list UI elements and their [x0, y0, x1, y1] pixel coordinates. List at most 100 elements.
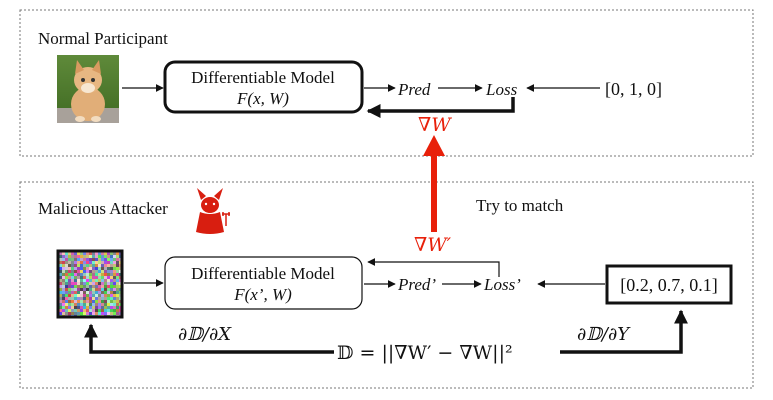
noise-pixel	[71, 258, 74, 261]
noise-pixel	[83, 303, 86, 306]
noise-pixel	[86, 294, 89, 297]
noise-pixel	[74, 273, 77, 276]
noise-pixel	[80, 279, 83, 282]
noise-pixel	[110, 309, 113, 312]
noise-pixel	[92, 261, 95, 264]
noise-pixel	[62, 294, 65, 297]
noise-pixel	[89, 261, 92, 264]
noise-pixel	[71, 273, 74, 276]
noise-pixel	[89, 294, 92, 297]
noise-pixel	[104, 255, 107, 258]
noise-pixel	[83, 252, 86, 255]
malicious-attacker-title: Malicious Attacker	[38, 199, 168, 218]
noise-pixel	[71, 303, 74, 306]
noise-pixel	[80, 291, 83, 294]
normal-model-box	[163, 60, 364, 114]
noise-pixel	[119, 294, 121, 297]
noise-pixel	[107, 285, 110, 288]
noise-pixel	[110, 273, 113, 276]
noise-pixel	[83, 306, 86, 309]
noise-pixel	[86, 255, 89, 258]
normal-gradient-label: ∇W	[418, 114, 452, 136]
noise-pixel	[65, 267, 68, 270]
noise-pixel	[71, 300, 74, 303]
noise-pixel	[83, 309, 86, 312]
noise-pixel	[95, 270, 98, 273]
noise-pixel	[59, 279, 62, 282]
noise-pixel	[89, 276, 92, 279]
noise-pixel	[71, 306, 74, 309]
noise-pixel	[101, 312, 104, 315]
noise-pixel	[83, 279, 86, 282]
noise-pixel	[89, 264, 92, 267]
noise-pixel	[68, 252, 71, 255]
noise-pixel	[101, 273, 104, 276]
noise-pixel	[65, 285, 68, 288]
noise-pixel	[65, 255, 68, 258]
noise-pixel	[95, 273, 98, 276]
noise-pixel	[89, 306, 92, 309]
noise-pixel	[83, 297, 86, 300]
noise-pixel	[74, 285, 77, 288]
noise-pixel	[98, 255, 101, 258]
noise-pixel	[104, 300, 107, 303]
noise-pixel	[65, 264, 68, 267]
noise-pixel	[113, 291, 116, 294]
noise-pixel	[80, 258, 83, 261]
noise-pixel	[86, 309, 89, 312]
noise-pixel	[113, 267, 116, 270]
noise-pixel	[77, 279, 80, 282]
noise-pixel	[104, 267, 107, 270]
noise-pixel	[110, 276, 113, 279]
noise-pixel	[101, 276, 104, 279]
noise-pixel	[77, 255, 80, 258]
noise-pixel	[83, 255, 86, 258]
noise-pixel	[107, 279, 110, 282]
noise-pixel	[83, 267, 86, 270]
noise-pixel	[116, 303, 119, 306]
noise-pixel	[74, 309, 77, 312]
noise-pixel	[71, 288, 74, 291]
noise-pixel	[113, 255, 116, 258]
noise-pixel	[89, 303, 92, 306]
try-to-match-label: Try to match	[476, 196, 564, 215]
noise-pixel	[62, 300, 65, 303]
noise-pixel	[119, 261, 121, 264]
noise-pixel	[107, 273, 110, 276]
noise-pixel	[107, 294, 110, 297]
noise-pixel	[59, 294, 62, 297]
noise-pixel	[59, 270, 62, 273]
noise-pixel	[104, 288, 107, 291]
noise-pixel	[86, 306, 89, 309]
noise-pixel	[113, 261, 116, 264]
noise-pixel	[83, 276, 86, 279]
noise-pixel	[62, 252, 65, 255]
noise-pixel	[119, 285, 121, 288]
noise-pixel	[92, 285, 95, 288]
noise-pixel	[92, 273, 95, 276]
noise-pixel	[119, 279, 121, 282]
noise-pixel	[59, 291, 62, 294]
noise-pixel	[110, 285, 113, 288]
noise-pixel	[101, 255, 104, 258]
noise-pixel	[62, 261, 65, 264]
noise-pixel	[80, 267, 83, 270]
noise-pixel	[95, 294, 98, 297]
noise-pixel	[77, 276, 80, 279]
noise-pixel	[113, 309, 116, 312]
noise-pixel	[71, 312, 74, 315]
noise-pixel	[77, 291, 80, 294]
noise-pixel	[65, 306, 68, 309]
noise-pixel	[68, 312, 71, 315]
noise-pixel	[116, 264, 119, 267]
noise-pixel	[119, 309, 121, 312]
noise-pixel	[86, 270, 89, 273]
noise-pixel	[107, 267, 110, 270]
noise-pixel	[101, 285, 104, 288]
noise-pixel	[77, 288, 80, 291]
noise-pixel	[101, 303, 104, 306]
noise-pixel	[59, 300, 62, 303]
noise-pixel	[80, 306, 83, 309]
noise-pixel	[119, 297, 121, 300]
noise-pixel	[116, 261, 119, 264]
